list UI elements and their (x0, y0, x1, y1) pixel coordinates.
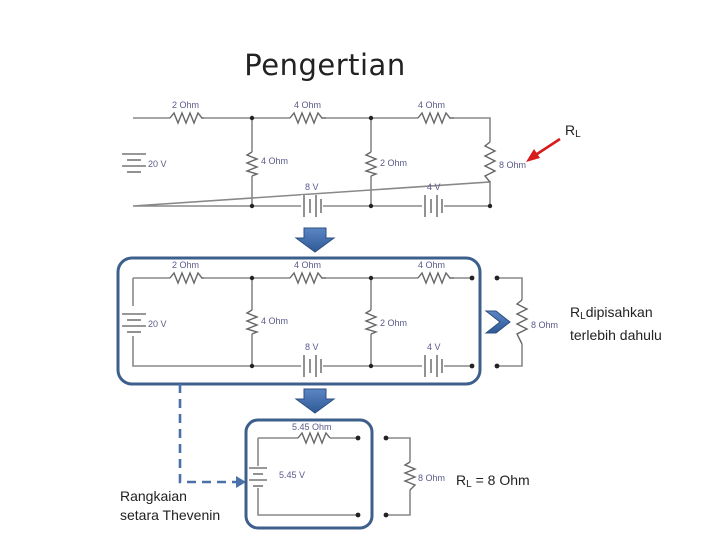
resistor-4ohm-a-top (289, 111, 326, 125)
resistor-thevenin (297, 431, 331, 445)
label-thevenin-source: 5.45 V (279, 470, 305, 480)
label-20v-mid: 20 V (148, 319, 167, 329)
label-2ohm-shunt-top: 2 Ohm (380, 158, 407, 168)
thevenin-circuit: 5.45 Ohm 5.45 V 8 Ohm (244, 418, 445, 530)
source-20v-mid (122, 306, 146, 336)
source-20v-top (122, 145, 146, 175)
resistor-8ohm-load-top (483, 141, 497, 183)
label-20v-top: 20 V (148, 159, 167, 169)
resistor-4ohm-b-top (417, 111, 454, 125)
label-4ohm-b-top: 4 Ohm (418, 100, 445, 110)
thevenin-caption: Rangkaian setara Thevenin (120, 488, 221, 523)
label-2ohm-shunt-mid: 2 Ohm (380, 318, 407, 328)
dashed-connector-arrow (178, 384, 246, 488)
label-4v-mid: 4 V (427, 342, 441, 352)
resistor-2ohm-shunt-top (363, 151, 379, 177)
resistor-2ohm-shunt-mid (363, 309, 379, 335)
resistor-4ohm-b-mid (417, 271, 454, 285)
resistor-8ohm-load-mid (515, 299, 529, 345)
label-8v-mid: 8 V (305, 342, 319, 352)
middle-circuit: 2 Ohm 4 Ohm 4 Ohm 4 Ohm 2 Ohm 8 Ohm 20 V… (116, 256, 558, 386)
rl-separated-note: RLdipisahkan terlebih dahulu (570, 304, 662, 343)
source-8v-mid (301, 355, 323, 377)
label-2ohm-top: 2 Ohm (172, 100, 199, 110)
slide-title: Pengertian (244, 48, 406, 82)
label-4ohm-a-top: 4 Ohm (294, 100, 321, 110)
rl-value-label: RL = 8 Ohm (456, 472, 530, 490)
source-thevenin (249, 467, 267, 487)
label-8v-top: 8 V (305, 182, 319, 192)
source-4v-mid (422, 355, 444, 377)
resistor-4ohm-shunt-top (244, 151, 260, 177)
rl-top-label: RL (565, 122, 581, 140)
label-thevenin-load: 8 Ohm (418, 473, 445, 483)
label-4ohm-shunt-top: 4 Ohm (261, 156, 288, 166)
down-arrow-icon (294, 227, 336, 253)
label-4ohm-a-mid: 4 Ohm (294, 260, 321, 270)
top-circuit: 2 Ohm 4 Ohm 4 Ohm 4 Ohm 2 Ohm 8 Ohm 20 V… (122, 100, 526, 217)
resistor-8ohm-load-thevenin (403, 461, 417, 491)
red-arrow-icon (526, 137, 561, 162)
resistor-2ohm-mid (169, 271, 204, 285)
chevron-right-icon (484, 310, 511, 334)
label-8ohm-mid: 8 Ohm (531, 320, 558, 330)
thevenin-frame (244, 418, 374, 530)
label-8ohm-top: 8 Ohm (499, 160, 526, 170)
label-2ohm-mid: 2 Ohm (172, 260, 199, 270)
network-frame (116, 256, 482, 386)
label-thevenin-resistor: 5.45 Ohm (292, 422, 332, 432)
resistor-4ohm-a-mid (289, 271, 326, 285)
label-4ohm-b-mid: 4 Ohm (418, 260, 445, 270)
down-arrow-icon (294, 388, 336, 414)
resistor-2ohm-top (169, 111, 204, 125)
source-4v-top (422, 195, 444, 217)
resistor-4ohm-shunt-mid (244, 309, 260, 335)
label-4v-top: 4 V (427, 182, 441, 192)
label-4ohm-shunt-mid: 4 Ohm (261, 316, 288, 326)
source-8v-top (301, 195, 323, 217)
